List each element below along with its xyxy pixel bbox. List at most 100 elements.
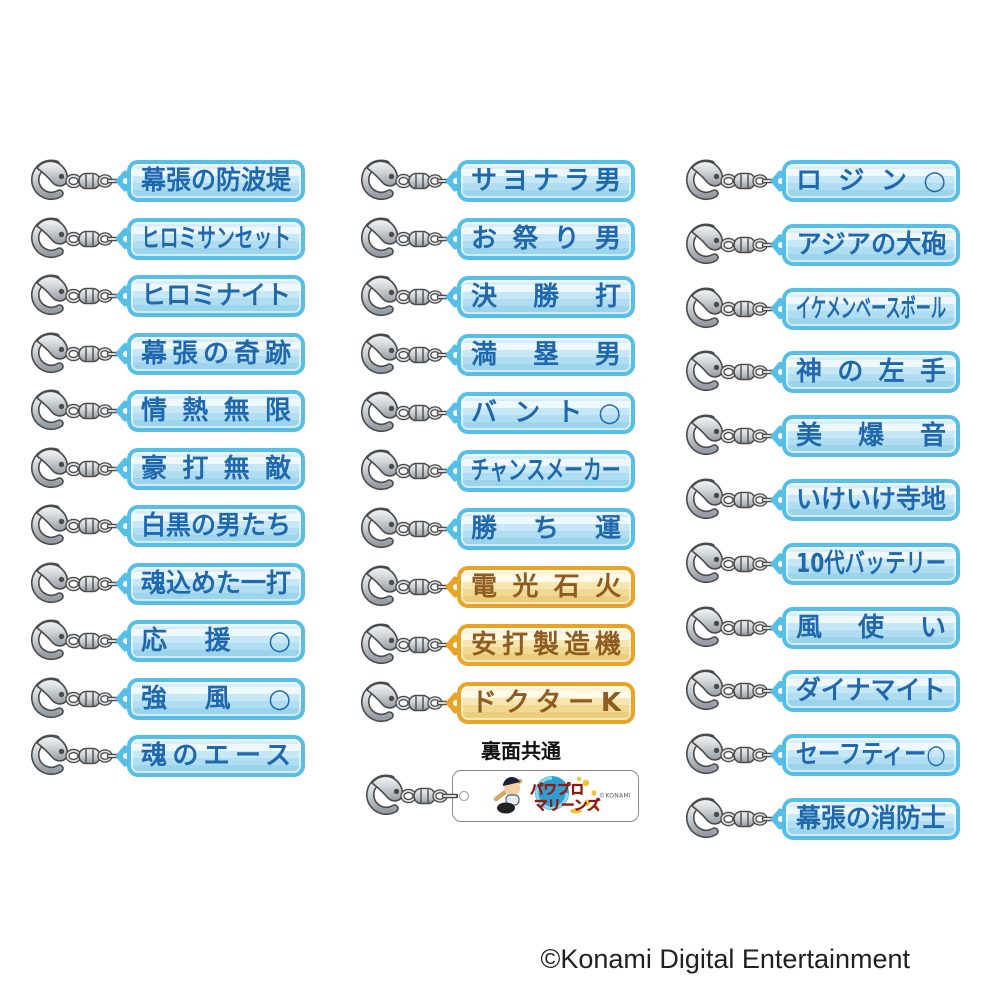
name-tag-label: 情熱無限 [141,396,305,426]
clasp-swivel-icon [680,221,778,269]
clasp-swivel-icon [355,389,453,437]
keychain-right-1: ロジン○ [680,157,960,205]
tag-hole [123,753,129,759]
name-tag: サヨナラ男 [457,160,635,202]
tag-hole [778,816,784,822]
backside-tag: パワプロ マリーンズ ©KONAMI [452,770,639,822]
tag-hole [453,700,459,706]
clasp-swivel-icon [25,215,123,263]
keychain-right-6: いけいけ寺地 [680,476,960,524]
tag-hole [123,638,129,644]
name-tag-label: 魂込めた一打 [141,568,291,599]
clasp-swivel-icon [680,604,778,652]
tag-hole [453,294,459,300]
tag-hole [778,369,784,376]
name-tag-label: 決勝打 [471,282,621,312]
name-tag-label: 幕張の消防士 [796,804,946,834]
clasp-swivel-icon [25,272,123,320]
clasp-swivel-icon [680,540,778,588]
keychain-right-5: 美爆音 [680,412,960,460]
keychain-right-4: 神の左手 [680,348,960,396]
keychain-middle-7: 勝ち運 [355,505,635,553]
clasp-swivel-icon [355,563,453,611]
tag-hole [123,695,129,702]
tag-hole [459,791,469,801]
name-tag: 魂込めた一打 [127,562,305,605]
logo-text-line1: パワプロ [530,782,584,798]
clasp-swivel-icon [680,476,778,524]
keychain-left-9: 応援○ [25,617,305,665]
name-tag: 満塁男 [457,334,635,376]
keychain-middle-8: 電光石火 [355,563,635,611]
name-tag: 風使い [782,606,960,649]
name-tag: 10代バッテリー [782,542,960,585]
name-tag: アジアの大砲 [782,223,960,266]
name-tag-label: 美爆音 [796,421,946,452]
clasp-swivel-icon [680,285,778,333]
keychain-right-2: アジアの大砲 [680,221,960,269]
name-tag-label: 電光石火 [471,572,635,602]
keychain-left-3: ヒロミナイト [25,272,305,320]
pawapuro-marines-logo: パワプロ マリーンズ [493,776,601,814]
keychain-left-1: 幕張の防波堤 [25,157,305,205]
name-tag-label: 白黒の男たち [141,511,291,541]
name-tag: チャンスメーカー [457,450,635,492]
clasp-swivel-icon [680,412,778,460]
clasp-swivel-icon [355,157,453,205]
clasp-swivel-icon [25,445,123,493]
tag-hole [778,624,784,631]
name-tag-label: イケメンベースボール [795,293,947,324]
keychain-middle-4: 満塁男 [355,331,635,379]
name-tag-label: ヒロミサンセット [141,223,291,254]
name-tag: 幕張の防波堤 [127,160,305,202]
keychain-middle-5: バント○ [355,389,635,437]
name-tag-label: お祭り男 [471,224,635,254]
backside-keychain-row: パワプロ マリーンズ ©KONAMI [360,770,639,822]
clasp-swivel-icon [355,447,453,495]
clasp-swivel-icon [680,157,778,205]
clasp-swivel-icon [680,667,778,715]
clasp-swivel-icon [360,772,458,820]
tag-hole [453,236,459,242]
name-tag-label: いけいけ寺地 [796,485,946,515]
clasp-swivel-icon [25,387,123,435]
clasp-swivel-icon [25,732,123,780]
name-tag-label: アジアの大砲 [795,229,947,260]
keychain-left-4: 幕張の奇跡 [25,330,305,378]
name-tag-label: 幕張の防波堤 [141,166,291,196]
clasp-swivel-icon [355,331,453,379]
name-tag: 強風○ [127,677,305,720]
keychain-right-11: 幕張の消防士 [680,795,960,843]
tag-hole [123,178,129,184]
name-tag-label: 10代バッテリー [796,548,946,579]
keychain-middle-6: チャンスメーカー [355,447,635,495]
name-tag: 幕張の消防士 [782,798,960,840]
konami-copyright: ©KONAMI [599,792,631,800]
keychain-middle-10: ドクターK [355,679,635,727]
tag-hole [123,408,129,414]
keychain-left-6: 豪打無敵 [25,445,305,493]
clasp-swivel-icon [355,273,453,321]
keychain-middle-1: サヨナラ男 [355,157,635,205]
tag-hole [778,305,784,312]
clasp-swivel-icon [25,330,123,378]
tag-hole [778,433,784,440]
tag-hole [778,560,784,567]
name-tag-label: 豪打無敵 [141,453,305,484]
name-tag-label: 幕張の奇跡 [140,338,296,369]
name-tag: ダイナマイト [782,670,960,713]
name-tag: 情熱無限 [127,390,305,432]
name-tag-label: 風使い [796,612,946,643]
tag-hole [778,688,784,695]
player-cap [502,777,520,786]
tag-hole [123,523,129,529]
name-tag: 幕張の奇跡 [127,332,305,375]
clasp-swivel-icon [25,157,123,205]
tag-hole [453,468,459,474]
keychain-middle-9: 安打製造機 [355,621,635,669]
clasp-swivel-icon [680,731,778,779]
name-tag-label: バント○ [471,398,635,428]
name-tag-label: 満塁男 [471,340,621,370]
name-tag: 美爆音 [782,415,960,458]
